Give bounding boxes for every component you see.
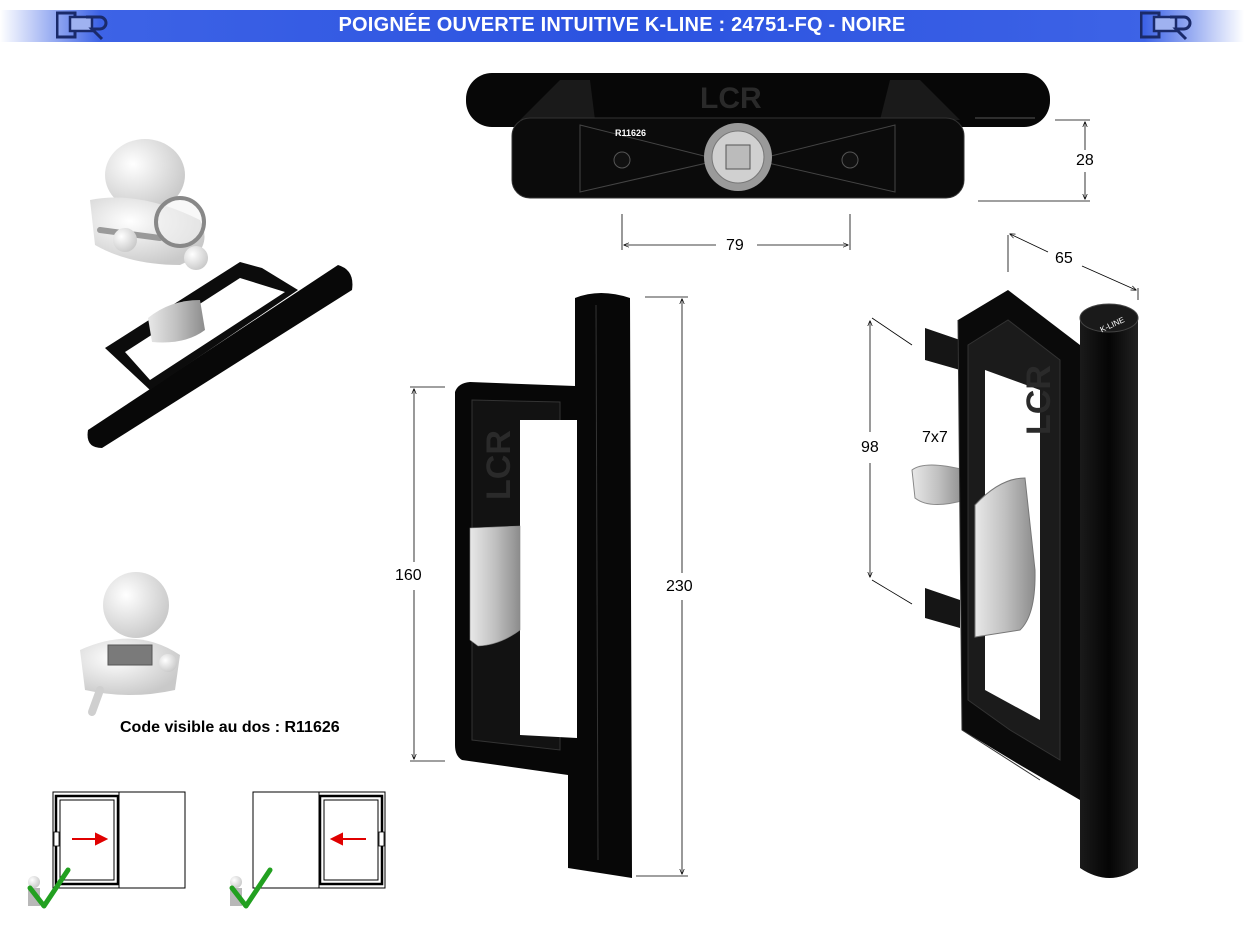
dim-79-label: 79	[726, 237, 744, 254]
dim-65-label: 65	[1055, 250, 1073, 267]
pointing-figure	[80, 572, 180, 716]
dimension-28	[978, 119, 1090, 202]
check-icon-left	[27, 867, 71, 909]
dimension-230	[636, 296, 688, 877]
window-diagram-left	[52, 791, 186, 889]
code-visible-label: Code visible au dos : R11626	[120, 719, 340, 736]
isometric-handle-photo	[87, 262, 353, 448]
dim-230-label: 230	[666, 578, 693, 595]
company-logo-right	[1140, 11, 1192, 41]
dimension-98	[870, 317, 913, 605]
dimension-65	[1007, 234, 1139, 300]
dim-7x7-label: 7x7	[922, 429, 948, 446]
embossed-logo: LCR	[700, 82, 762, 115]
perspective-view-handle: K-LINE LCR	[911, 290, 1139, 878]
side-embossed-logo: LCR	[1020, 365, 1058, 435]
top-view-handle: R11626 LCR	[466, 73, 1050, 199]
window-diagram-right	[252, 791, 386, 889]
dim-28-label: 28	[1076, 152, 1094, 169]
dimension-160	[410, 386, 445, 762]
dim-160-label: 160	[395, 567, 422, 584]
inspector-figure	[90, 139, 208, 270]
header-bar: POIGNÉE OUVERTE INTUITIVE K-LINE : 24751…	[0, 10, 1244, 42]
check-icon-right	[229, 867, 273, 909]
back-code-label: R11626	[615, 128, 646, 138]
front-embossed-logo: LCR	[480, 430, 518, 500]
page-title: POIGNÉE OUVERTE INTUITIVE K-LINE : 24751…	[338, 14, 906, 36]
company-logo-left	[56, 11, 108, 41]
dimension-79	[621, 214, 851, 250]
front-view-handle: LCR	[455, 293, 632, 878]
dim-98-label: 98	[861, 439, 879, 456]
